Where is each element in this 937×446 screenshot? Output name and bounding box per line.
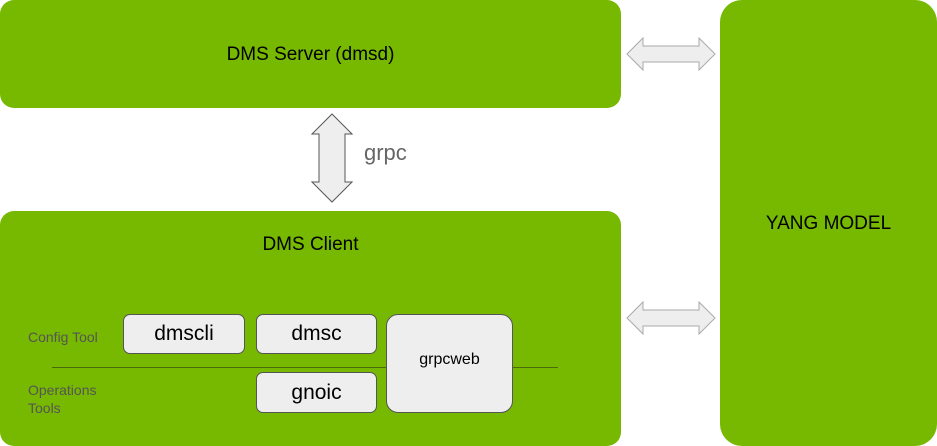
dmsc-label: dmsc	[291, 322, 342, 345]
dmscli-box: dmscli	[123, 314, 245, 354]
yang-model-box: YANG MODEL	[720, 0, 937, 446]
grpcweb-box: grpcweb	[386, 314, 513, 413]
server-yang-double-arrow-icon	[626, 36, 716, 72]
config-tool-label: Config Tool	[28, 329, 98, 345]
operations-tools-label-2: Tools	[28, 400, 61, 416]
dms-server-title: DMS Server (dmsd)	[226, 44, 395, 65]
gnoic-box: gnoic	[256, 372, 377, 413]
yang-model-title: YANG MODEL	[765, 213, 892, 234]
client-yang-double-arrow-icon	[626, 300, 716, 336]
dmsc-box: dmsc	[256, 314, 377, 354]
grpcweb-label: grpcweb	[419, 350, 480, 368]
operations-tools-label-1: Operations	[28, 382, 97, 398]
row-divider	[52, 367, 558, 368]
dmscli-label: dmscli	[154, 322, 214, 345]
dms-client-title: DMS Client	[262, 234, 359, 255]
dms-server-box: DMS Server (dmsd)	[0, 0, 621, 108]
grpc-double-arrow-icon	[310, 113, 354, 203]
gnoic-label: gnoic	[291, 380, 342, 404]
grpc-label: grpc	[364, 140, 407, 165]
